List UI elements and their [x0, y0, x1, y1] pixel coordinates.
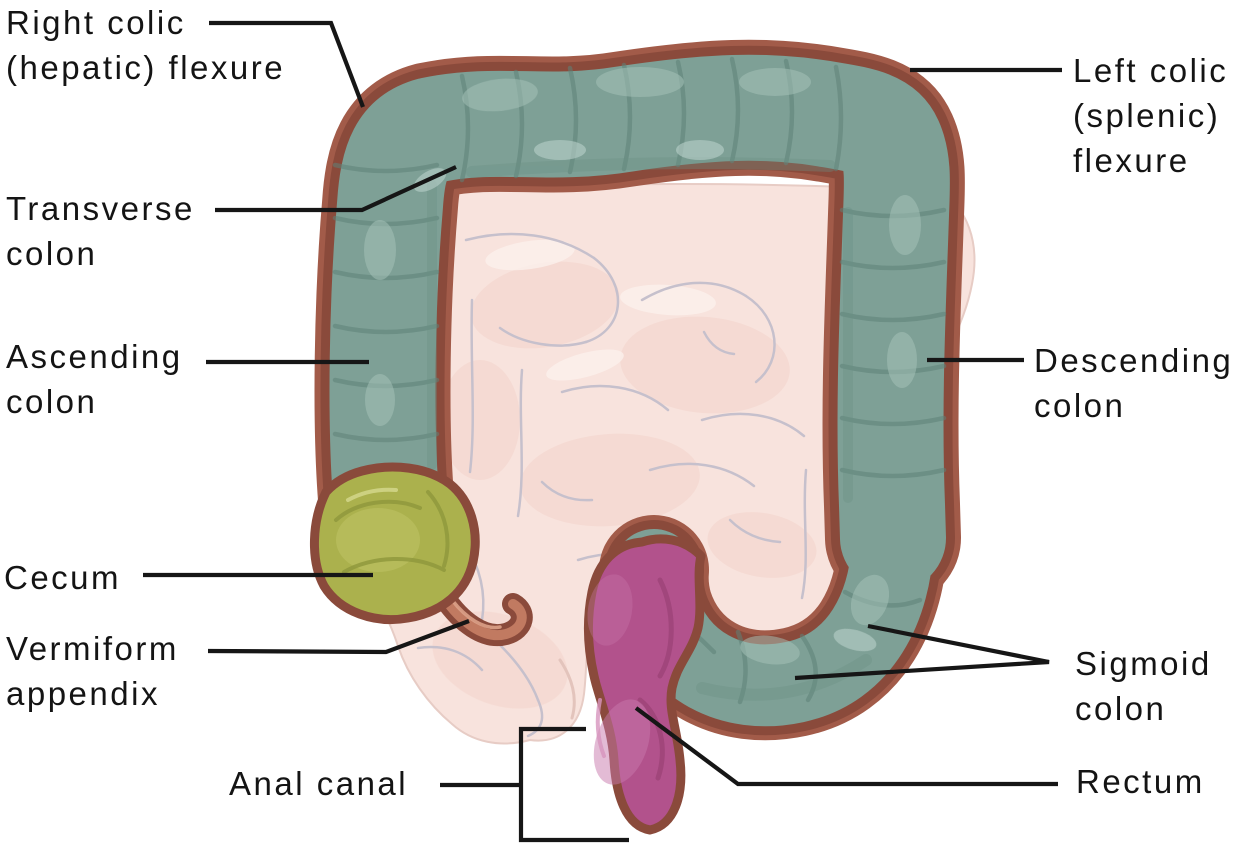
- rectum-shape: [584, 534, 706, 835]
- small-intestine-fold-lines: [416, 232, 808, 738]
- label-anal-canal: Anal canal: [229, 765, 409, 802]
- leader-lines: [143, 20, 1062, 843]
- label-transverse-colon: Transverse colon: [6, 190, 195, 272]
- colon-highlights: [364, 67, 921, 665]
- label-rectum: Rectum: [1076, 763, 1205, 800]
- leader-transverse-colon: [215, 165, 457, 213]
- small-intestine-shading: [432, 261, 817, 709]
- label-ascending-colon: Ascending colon: [6, 338, 183, 420]
- leader-vermiform-appendix: [207, 619, 470, 655]
- appendix-shape: [433, 586, 533, 647]
- label-descending-colon: Descending colon: [1034, 342, 1234, 424]
- label-sigmoid-colon: Sigmoid colon: [1075, 645, 1212, 727]
- label-left-colic-flexure: Left colic (splenic) flexure: [1073, 52, 1229, 179]
- leader-right-colic-flexure: [209, 20, 365, 108]
- appendix-highlight: [450, 598, 502, 630]
- label-right-colic-flexure: Right colic (hepatic) flexure: [6, 4, 286, 86]
- rectum-glare: [595, 698, 606, 758]
- anal-canal-bracket: [518, 726, 629, 843]
- appendix-fill: [439, 592, 527, 641]
- small-intestine-highlights: [485, 239, 716, 381]
- colon-inner-shadows: [427, 157, 872, 701]
- cecum-highlight: [336, 508, 420, 572]
- rectum-highlight-lower: [593, 699, 651, 785]
- cecum-glare: [346, 487, 398, 502]
- leader-rectum: [634, 706, 1058, 787]
- label-cecum: Cecum: [4, 559, 122, 596]
- cecum-body: [309, 462, 480, 625]
- cecum-shape: [309, 462, 480, 625]
- label-vermiform-appendix: Vermiform appendix: [6, 630, 179, 712]
- rectum-shadow-lines: [637, 577, 674, 781]
- rectum-highlight-upper: [587, 574, 633, 646]
- leader-sigmoid-colon: [794, 623, 1050, 681]
- cecum-lobe-lines: [334, 490, 450, 574]
